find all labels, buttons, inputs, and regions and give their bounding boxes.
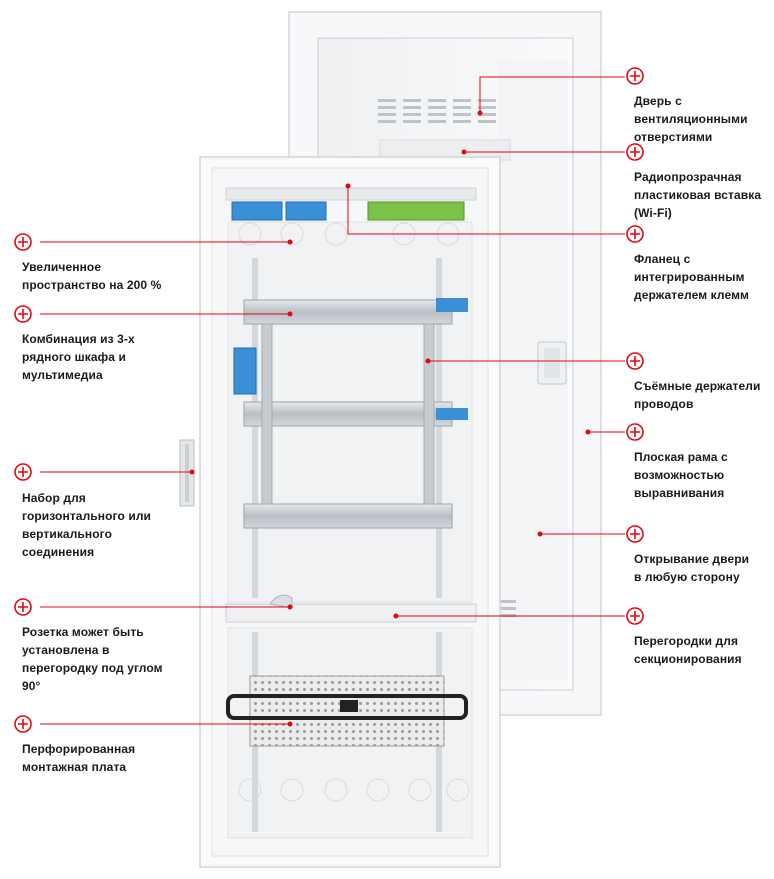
plus-circle-icon bbox=[626, 225, 644, 243]
plus-circle-icon bbox=[14, 233, 32, 251]
plus-circle-icon bbox=[14, 598, 32, 616]
callout-connection-kit: Набор для горизонтального или вертикальн… bbox=[22, 491, 152, 559]
callout-flat-frame: Плоская рама с возможностью выравнивания bbox=[634, 450, 728, 500]
callout-flange: Фланец с интегрированным держателем клем… bbox=[634, 252, 750, 302]
callout-partitions: Перегородки для секционирования bbox=[634, 634, 742, 666]
connection-kit bbox=[179, 439, 195, 507]
callout-door-vents: Дверь с вентиляционными отверстиями bbox=[634, 94, 748, 144]
plus-circle-icon bbox=[626, 143, 644, 161]
plus-circle-icon bbox=[626, 67, 644, 85]
plus-circle-icon bbox=[626, 525, 644, 543]
mounting-plate bbox=[226, 675, 468, 747]
leader-lines bbox=[40, 76, 625, 725]
callout-wire-holders: Съёмные держатели проводов bbox=[634, 379, 761, 411]
callout-mounting-plate: Перфорированная монтажная плата bbox=[22, 742, 136, 774]
door-vents bbox=[378, 99, 516, 617]
callout-combination: Комбинация из 3-х рядного шкафа и мульти… bbox=[22, 332, 135, 382]
plus-circle-icon bbox=[14, 715, 32, 733]
callout-door-opening: Открывание двери в любую сторону bbox=[634, 552, 750, 584]
terminal-flange bbox=[225, 187, 477, 221]
callout-socket: Розетка может быть установлена в перегор… bbox=[22, 625, 163, 693]
callout-radio-insert: Радиопрозрачная пластиковая вставка (Wi-… bbox=[634, 170, 762, 220]
din-rails bbox=[233, 298, 468, 529]
callout-space: Увеличенное пространство на 200 % bbox=[22, 260, 162, 292]
plus-circle-icon bbox=[626, 352, 644, 370]
plus-circle-icon bbox=[626, 423, 644, 441]
leader-dots bbox=[189, 110, 591, 727]
plus-circle-icon bbox=[14, 463, 32, 481]
plus-circle-icon bbox=[14, 305, 32, 323]
plus-circle-icon bbox=[626, 607, 644, 625]
